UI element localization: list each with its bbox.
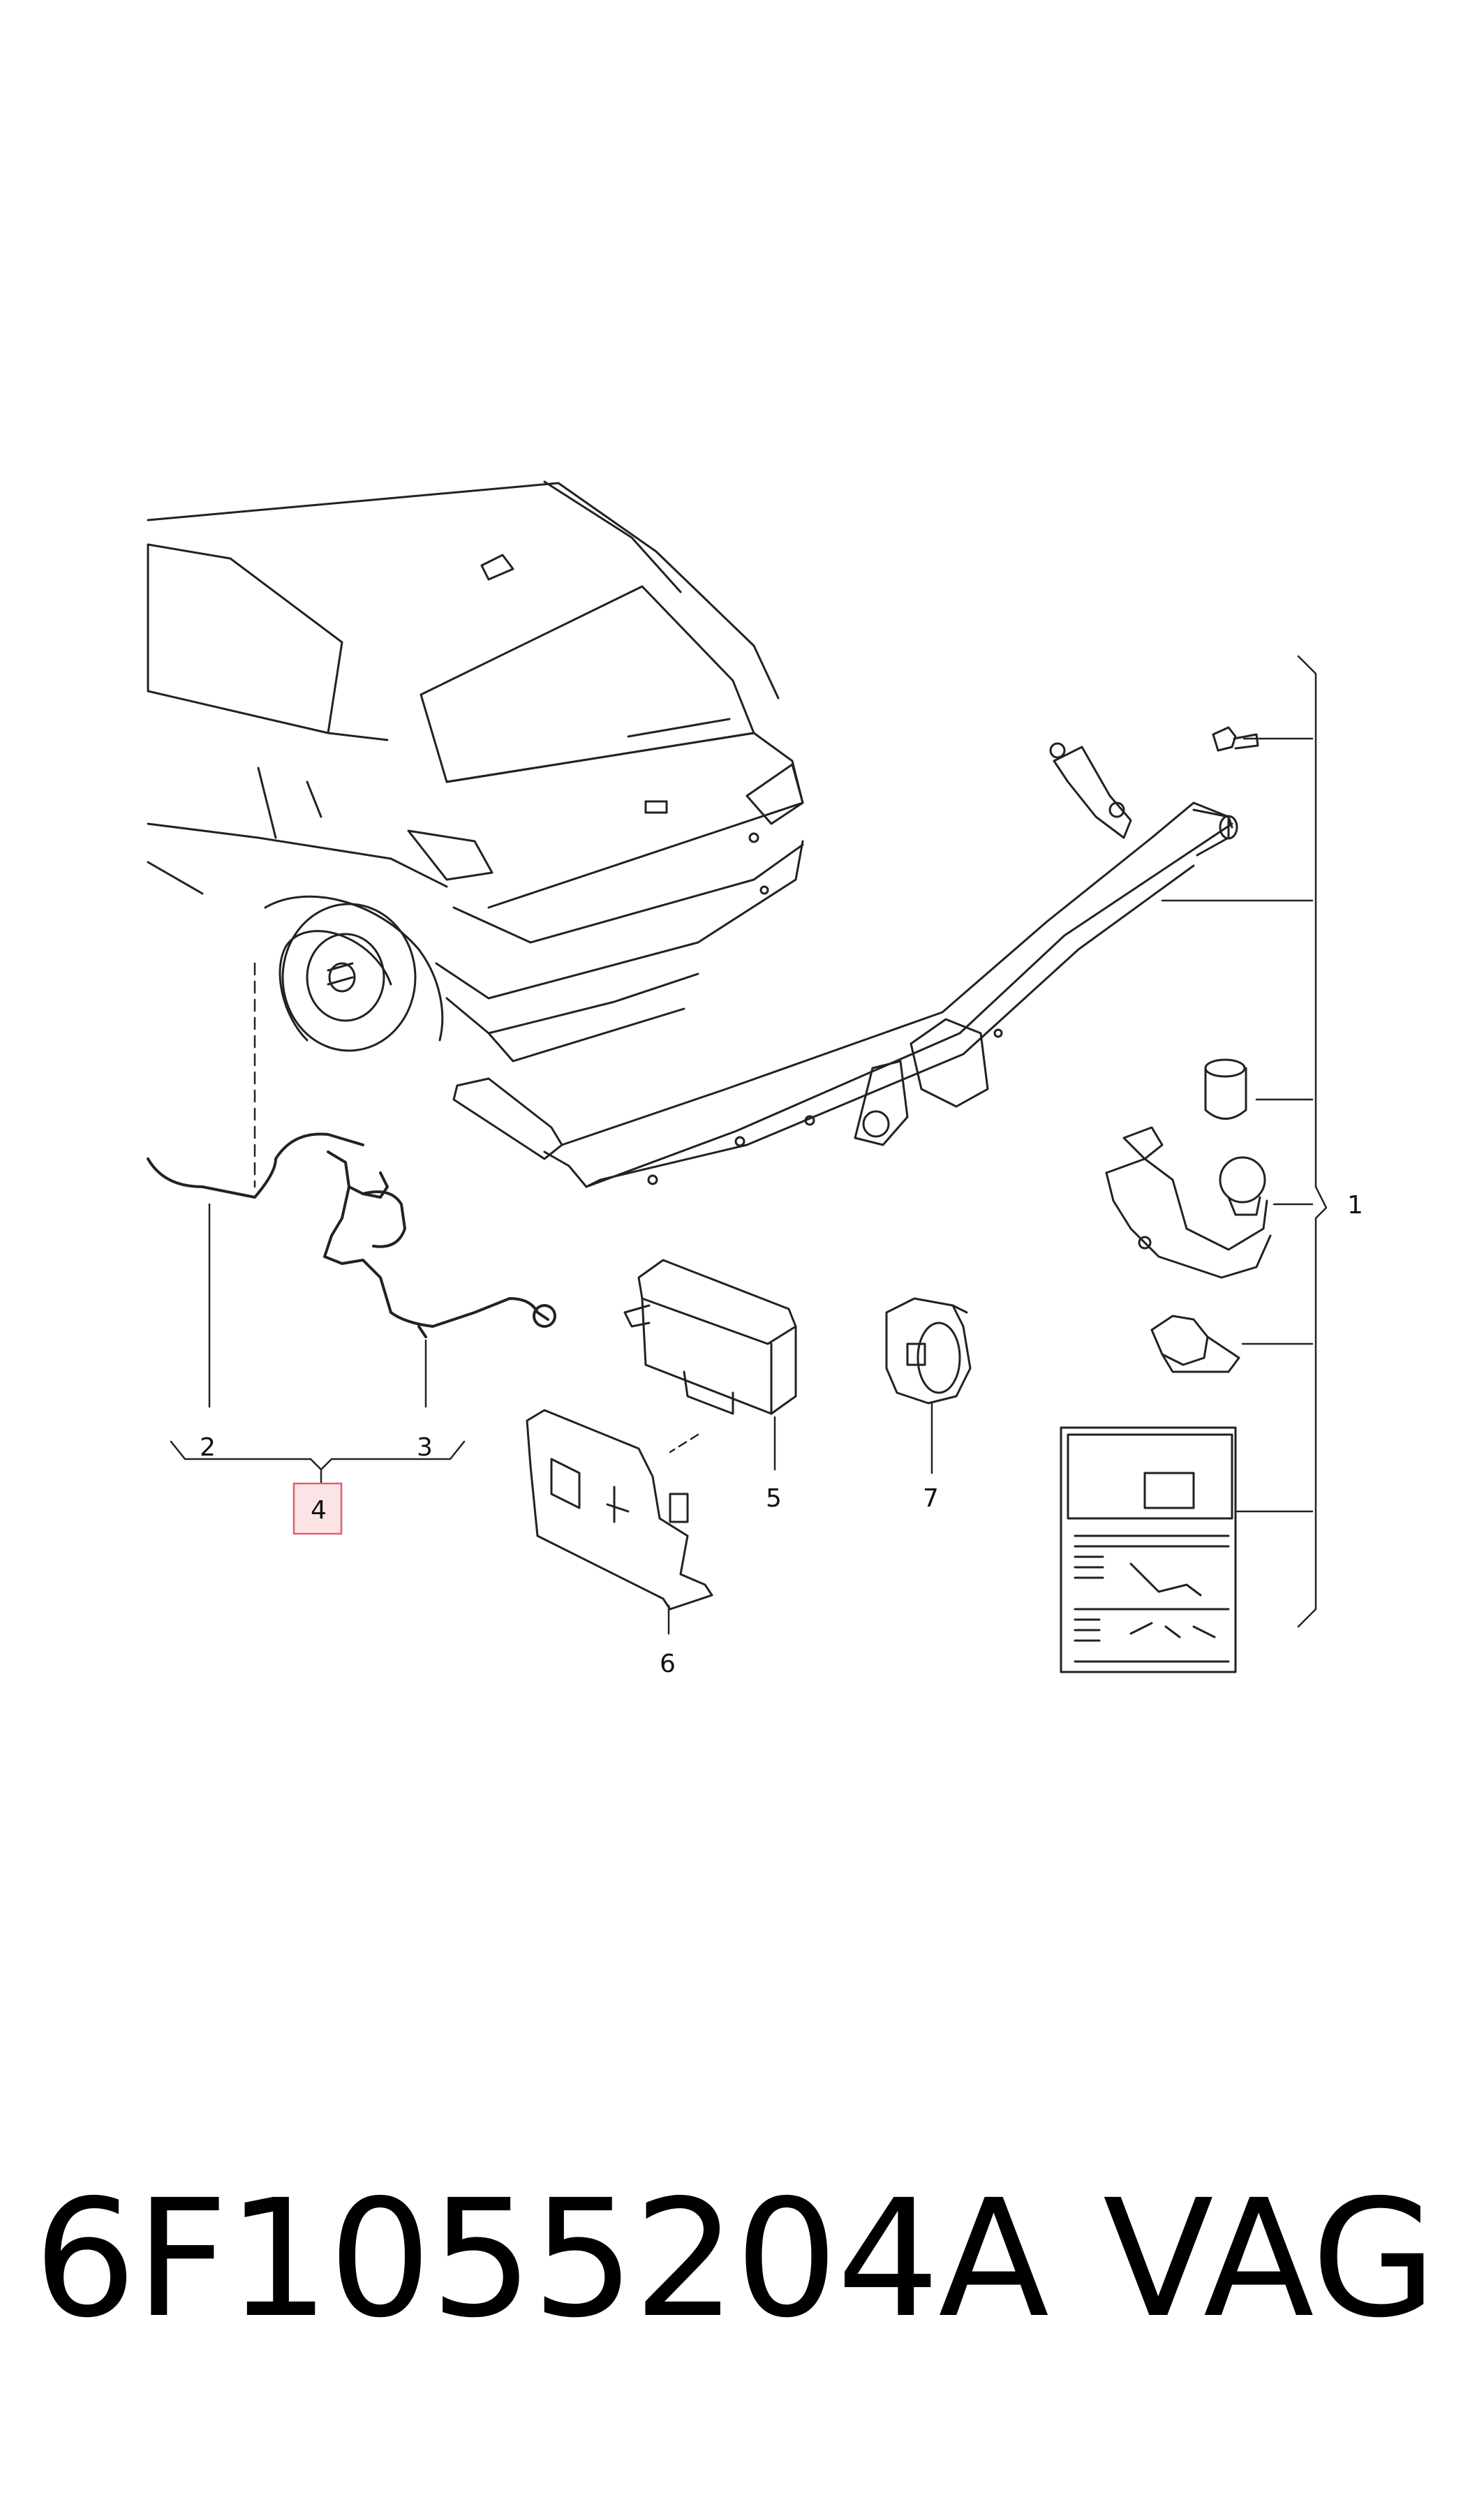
tow-bar-crossmember — [452, 742, 1238, 1188]
callout-5: 5 — [766, 1484, 782, 1513]
wiring-harness-illustration — [147, 1132, 556, 1338]
brand-name: VAG — [1103, 2165, 1437, 2353]
leader-lines — [170, 655, 1328, 1635]
mounting-bracket-illustration — [526, 1409, 713, 1611]
tow-ball-illustration — [1105, 1126, 1272, 1279]
socket-holder-illustration — [1150, 1315, 1240, 1373]
callout-3: 3 — [417, 1433, 433, 1462]
callout-2: 2 — [200, 1433, 216, 1462]
callout-4: 4 — [311, 1496, 327, 1525]
instruction-leaflet-illustration — [1060, 1426, 1237, 1673]
car-illustration — [147, 480, 804, 1063]
callout-1: 1 — [1347, 1191, 1363, 1220]
control-unit-illustration — [623, 1259, 797, 1415]
callout-7: 7 — [923, 1484, 939, 1513]
callout-4-highlight — [292, 1482, 343, 1535]
part-number: 6F1055204A — [34, 2165, 1049, 2353]
trailer-socket-illustration — [885, 1297, 972, 1405]
callout-6: 6 — [660, 1650, 676, 1678]
plug-cap-illustration — [1204, 1058, 1247, 1120]
bolt-illustration — [1212, 726, 1259, 752]
